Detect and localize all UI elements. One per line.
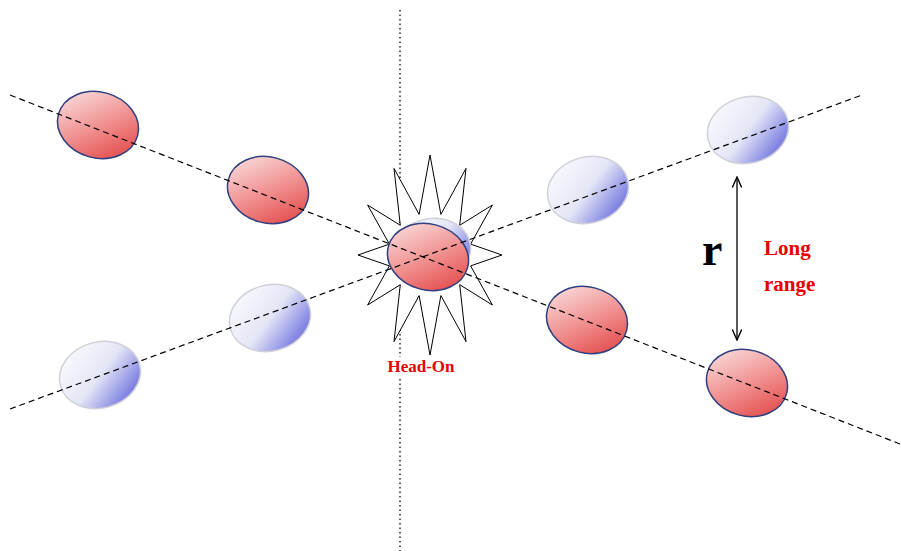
red-bunches xyxy=(50,83,795,426)
annotation-label: Long range xyxy=(764,230,826,302)
beam-trajectory xyxy=(10,95,862,409)
beam-trajectory xyxy=(10,95,900,444)
collision-burst xyxy=(358,155,502,355)
separation-arrow xyxy=(736,177,737,340)
blue-bunches xyxy=(52,88,796,418)
annotation-label: Head-On xyxy=(366,357,476,377)
distance-symbol: r xyxy=(702,226,732,274)
